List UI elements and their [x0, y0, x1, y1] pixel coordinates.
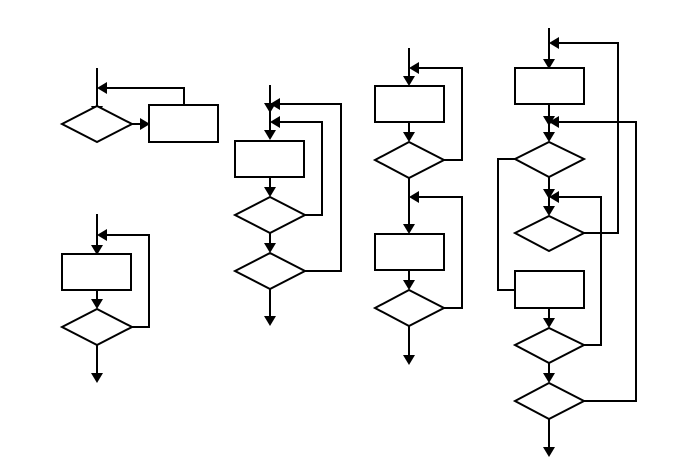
fig5-decision-2: [512, 214, 587, 253]
fig4-decision-1: [372, 140, 447, 180]
fig4-process-box-2: [374, 233, 445, 271]
fig5-mid-arrowhead-2a: [543, 189, 555, 199]
fig3-inner-loop-arrowhead: [270, 116, 280, 128]
fig4-process-box-1: [374, 85, 445, 123]
fig4-exit-arrowhead: [403, 355, 415, 365]
fig4-entry-arrowhead: [403, 76, 415, 86]
fig2-loop-back-arrowhead: [97, 229, 107, 241]
fig2-process-box: [61, 253, 132, 291]
fig5-decision-1: [512, 140, 587, 179]
fig1-loop-back-line: [107, 87, 185, 105]
fig5-entry-arrowhead: [543, 59, 555, 69]
figure-4: [372, 48, 463, 365]
fig1-yes-arrowhead: [140, 118, 150, 130]
fig2-entry-arrowhead: [91, 245, 103, 255]
fig3-outer-loop-arrowhead: [270, 98, 280, 110]
fig4-loop-arrowhead-2: [409, 191, 419, 203]
fig5-loop-arrowhead-2: [549, 37, 559, 49]
fig5-loop-arrowhead-3: [549, 191, 559, 203]
fig4-decision-2: [372, 288, 447, 328]
fig5-loop-arrowhead-4: [549, 116, 559, 128]
fig1-process-box: [148, 104, 219, 143]
figure-5: [497, 28, 637, 457]
fig5-decision-3: [512, 326, 587, 365]
fig3-exit-arrowhead: [264, 316, 276, 326]
figure-3: [232, 85, 342, 326]
fig5-mid-arrowhead-1b: [543, 132, 555, 142]
fig5-exit-arrowhead: [543, 447, 555, 457]
fig4-mid-arrowhead-1: [403, 132, 415, 142]
fig4-loop-line-2: [419, 196, 463, 309]
figure-2: [59, 214, 150, 383]
fig3-outer-loop-line: [280, 103, 342, 272]
fig3-decision-inner: [232, 195, 308, 235]
fig5-process-box-1: [514, 67, 585, 105]
fig5-decision-4: [512, 381, 587, 421]
figure-1: [59, 68, 219, 144]
fig2-loop-back-line: [107, 234, 150, 328]
fig5-mid-arrowhead-3: [543, 318, 555, 328]
fig4-loop-line-1: [419, 67, 463, 161]
fig5-branch-line: [497, 158, 515, 291]
fig3-entry-arrowhead-2: [264, 130, 276, 140]
fig3-mid-arrowhead-2: [264, 243, 276, 253]
fig1-loop-back-arrowhead: [97, 82, 107, 94]
fig3-decision-outer: [232, 251, 308, 291]
fig2-decision-diamond: [59, 307, 135, 347]
fig5-loop-line-4: [559, 121, 637, 402]
fig3-process-box: [234, 140, 305, 178]
fig5-mid-arrowhead-4: [543, 373, 555, 383]
fig1-decision-diamond: [59, 104, 135, 144]
fig4-mid-arrowhead-2: [403, 280, 415, 290]
fig5-mid-arrowhead-1a: [543, 116, 555, 126]
fig5-mid-arrowhead-2b: [543, 206, 555, 216]
fig4-connect-arrowhead: [403, 224, 415, 234]
fig4-loop-arrowhead-1: [409, 62, 419, 74]
fig5-process-box-2: [514, 270, 585, 309]
fig3-inner-loop-line: [280, 121, 323, 216]
fig3-mid-arrowhead-1: [264, 187, 276, 197]
fig5-loop-line-3: [559, 196, 602, 346]
fig2-mid-arrowhead: [91, 299, 103, 309]
fig2-exit-arrowhead: [91, 373, 103, 383]
